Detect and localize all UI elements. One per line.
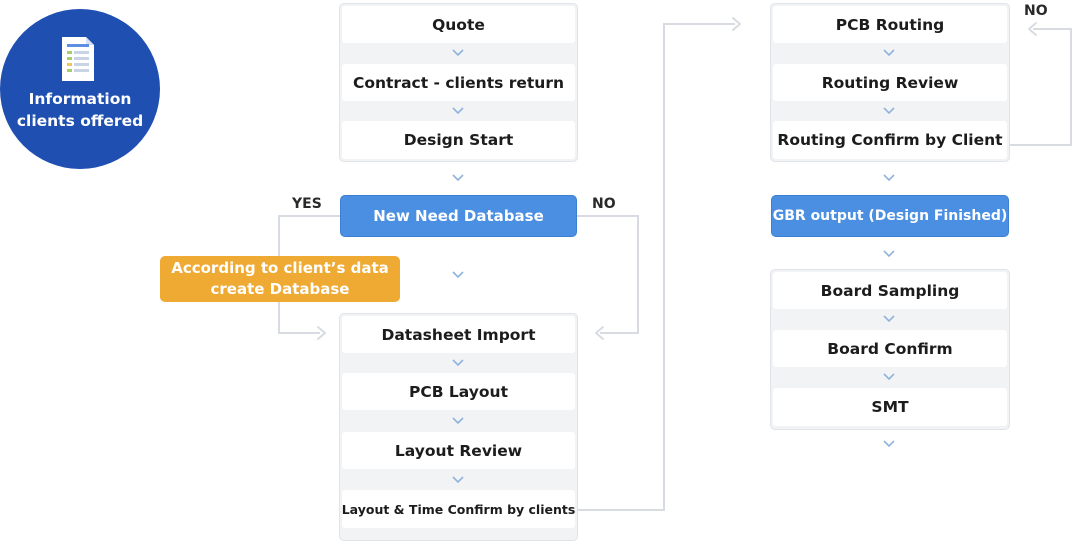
design-start-step: Design Start (342, 121, 575, 159)
board-confirm-step: Board Confirm (773, 330, 1007, 367)
layout-confirm-step: Layout & Time Confirm by clients (342, 490, 575, 528)
routing-review-step: Routing Review (773, 64, 1007, 101)
information-offered-circle: Information clients offered (0, 9, 160, 169)
datasheet-import-step: Datasheet Import (342, 316, 575, 353)
no-label-left: NO (592, 196, 616, 212)
information-offered-text: Information clients offered (0, 88, 160, 132)
chevron-down-icon (883, 373, 895, 381)
gbr-output-step: GBR output (Design Finished) (771, 195, 1009, 237)
chevron-down-icon (452, 107, 464, 115)
info-line-1: Information (28, 90, 132, 108)
chevron-down-icon (883, 440, 895, 448)
chevron-down-icon (883, 315, 895, 323)
routing-confirm-step: Routing Confirm by Client (773, 121, 1007, 159)
create-database-step: According to client’s data create Databa… (160, 256, 400, 302)
contract-step: Contract - clients return (342, 64, 575, 101)
chevron-down-icon (452, 476, 464, 484)
need-database-decision: New Need Database (340, 195, 577, 237)
layout-review-step: Layout Review (342, 432, 575, 469)
pcb-layout-step: PCB Layout (342, 373, 575, 410)
chevron-down-icon (883, 250, 895, 258)
chevron-down-icon (452, 174, 464, 182)
quote-step: Quote (342, 6, 575, 43)
yes-label: YES (292, 196, 322, 212)
chevron-down-icon (452, 49, 464, 57)
document-icon (62, 37, 94, 81)
chevron-down-icon (452, 417, 464, 425)
chevron-down-icon (883, 107, 895, 115)
chevron-down-icon (452, 271, 464, 279)
smt-step: SMT (773, 388, 1007, 426)
chevron-down-icon (883, 174, 895, 182)
no-label-right: NO (1024, 3, 1048, 19)
pcb-routing-step: PCB Routing (773, 6, 1007, 43)
board-sampling-step: Board Sampling (773, 272, 1007, 309)
chevron-down-icon (452, 359, 464, 367)
chevron-down-icon (883, 49, 895, 57)
info-line-2: clients offered (16, 112, 144, 130)
